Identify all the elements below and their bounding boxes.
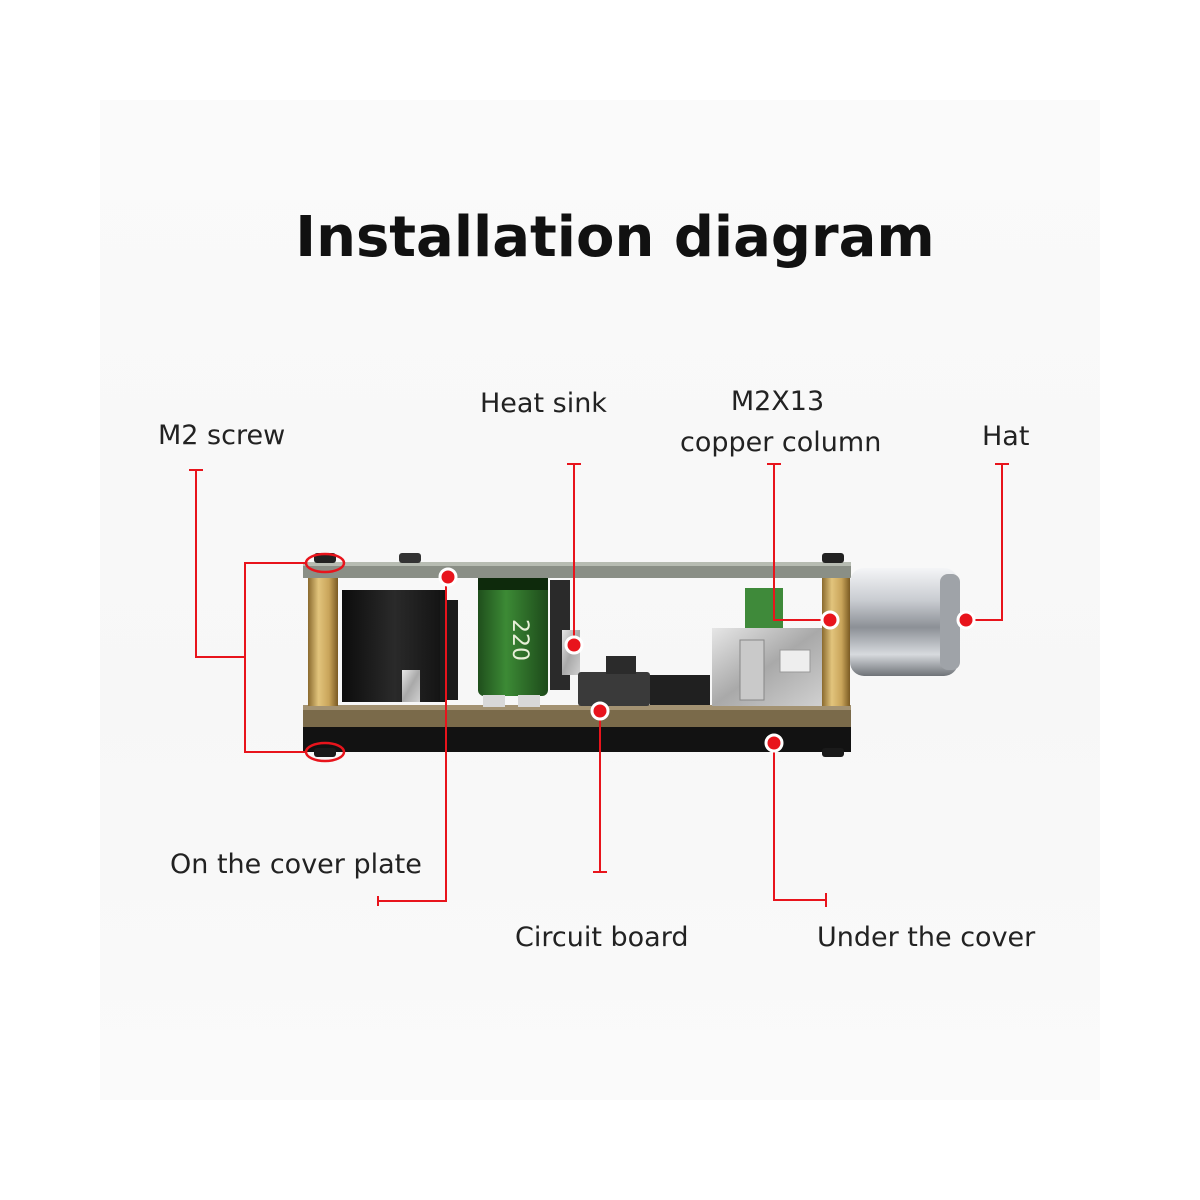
label-on-cover-plate: On the cover plate (170, 849, 422, 880)
callout-lines (189, 463, 1009, 907)
label-m2-screw: M2 screw (158, 420, 286, 451)
label-copper-column-2: copper column (680, 427, 882, 458)
label-under-cover: Under the cover (817, 922, 1036, 953)
dot-hat (956, 610, 976, 630)
copper-column-right (822, 578, 850, 706)
potentiometer (745, 588, 783, 633)
capacitor-marking: 220 (507, 619, 532, 661)
callout-copper-column (773, 464, 828, 621)
callout-under-cover (773, 744, 826, 901)
dot-under-cover (764, 733, 784, 753)
dot-circuit-board (590, 701, 610, 721)
dot-heat-sink (564, 635, 584, 655)
callout-m2-screw (195, 470, 245, 658)
label-hat: Hat (982, 421, 1030, 452)
label-heat-sink: Heat sink (480, 388, 607, 419)
screw-top-mid (399, 553, 421, 563)
dot-cover-plate (438, 567, 458, 587)
screw-top-right (822, 553, 844, 563)
screw-bottom-left (314, 748, 336, 757)
callout-cover-plate (378, 577, 447, 902)
dc-jack (342, 590, 447, 702)
copper-column-left (308, 578, 338, 706)
screw-highlight-top (304, 552, 346, 574)
screw-highlight-bottom (304, 741, 346, 763)
label-copper-column-1: M2X13 (730, 386, 825, 417)
callout-hat (966, 464, 1003, 621)
callout-dots (438, 567, 976, 753)
label-circuit-board: Circuit board (515, 922, 689, 953)
circuit-board (303, 705, 851, 727)
switch (578, 672, 650, 706)
dot-copper-column (820, 610, 840, 630)
knob-hat (850, 568, 958, 676)
capacitor (478, 578, 548, 696)
screw-bottom-right (822, 748, 844, 757)
diagram-title: Installation diagram (295, 205, 935, 270)
